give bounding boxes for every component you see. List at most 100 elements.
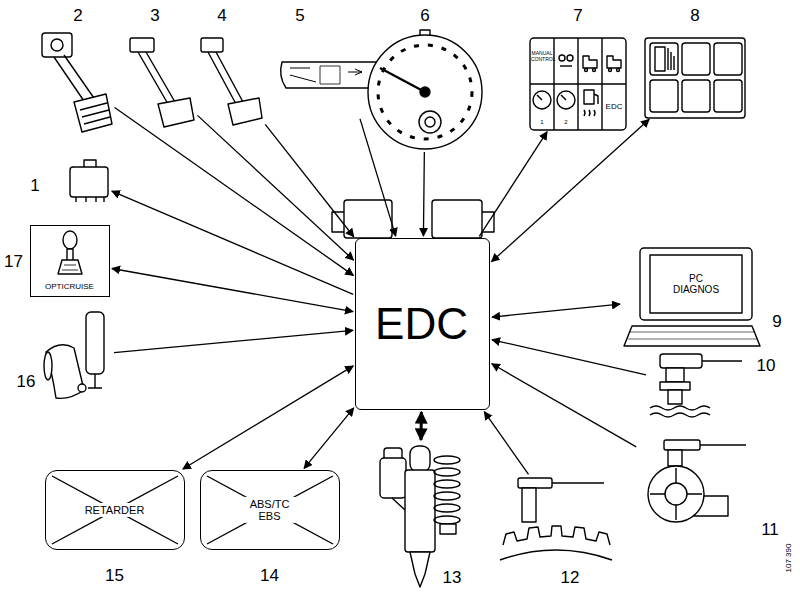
coolant-sensor-drawing <box>650 354 742 417</box>
throttle-actuator-drawing <box>44 352 52 380</box>
injector-drawing <box>440 524 456 534</box>
injector-drawing <box>405 470 435 552</box>
instrument-panel-drawing <box>594 94 598 104</box>
pc-drawing <box>624 326 760 346</box>
instrument-panel-drawing <box>530 38 626 130</box>
pc-drawing <box>624 248 760 346</box>
instrument-panel-drawing <box>559 55 565 61</box>
injector-drawing <box>410 446 430 472</box>
injector-drawing <box>410 552 430 587</box>
instrument-panel-drawing <box>583 56 597 68</box>
switch-panel-drawing <box>655 47 665 71</box>
instrument-panel-drawing <box>530 38 626 130</box>
instrument-panel-drawing <box>607 56 621 68</box>
instrument-panel-drawing <box>593 69 596 72</box>
relay-drawing <box>70 160 108 202</box>
speed-sensor: 12 <box>498 476 622 562</box>
injector-drawing <box>434 456 460 464</box>
instrument-panel-drawing <box>584 110 595 116</box>
box-label: ABS/TC EBS <box>242 496 298 522</box>
coolant-sensor-drawing <box>702 360 742 361</box>
turbo-sensor-drawing <box>665 483 687 505</box>
callout-number: 15 <box>105 566 124 585</box>
connector-arrow <box>112 191 353 294</box>
figure-number: 107 390 <box>785 544 794 573</box>
clutch-pedal-drawing <box>228 98 262 125</box>
turbo-sensor-drawing <box>650 468 702 520</box>
speed-sensor-drawing <box>522 488 536 522</box>
coolant-sensor-drawing <box>666 368 684 382</box>
box-cross-drawing <box>52 476 333 544</box>
accelerator-pedal-drawing <box>54 55 96 104</box>
callout-number: 10 <box>757 357 776 376</box>
throttle-actuator-drawing <box>78 384 86 392</box>
tachometer-drawing <box>425 117 435 127</box>
brake-pedal: 3 <box>128 35 196 130</box>
diagnostic-pc: 9PC DIAGNOS <box>622 245 762 349</box>
panel-text: 1 <box>540 119 543 126</box>
relay: 1 <box>66 158 110 204</box>
coolant-sensor-drawing <box>650 406 710 417</box>
turbo-sensor-drawing <box>664 440 700 450</box>
connector-plug-drawing <box>432 200 482 238</box>
instrument-panel-drawing <box>609 69 612 72</box>
accelerator-pedal-drawing <box>42 33 72 57</box>
injector-drawing <box>434 516 460 524</box>
connector-arrow <box>360 119 396 236</box>
callout-number: 13 <box>443 569 462 588</box>
connector-arrow <box>492 364 637 447</box>
unit-injector: 13 <box>378 442 462 590</box>
connector-arrow <box>114 330 353 352</box>
instrument-panel-drawing <box>585 69 588 72</box>
instrument-panel-drawing <box>530 38 626 130</box>
connector-arrow <box>115 108 354 276</box>
connector-arrow <box>492 340 646 375</box>
accelerator-pedal-drawing <box>51 39 63 51</box>
instrument-panel-drawing <box>537 95 542 100</box>
clutch-pedal: 4 <box>198 35 264 127</box>
switch-panel-drawing <box>682 43 710 75</box>
coolant-sensor-drawing <box>660 354 702 368</box>
tachometer-drawing <box>378 45 472 139</box>
switch-panel-drawing <box>714 80 742 112</box>
gear-lever-drawing <box>58 231 82 274</box>
switch-panel-drawing <box>645 38 745 118</box>
instrument-panel-drawing <box>561 95 566 100</box>
callout-number: 1 <box>30 177 39 196</box>
switch-panel-drawing <box>714 43 742 75</box>
switch-panel-drawing <box>668 48 674 70</box>
pc-drawing <box>640 248 752 320</box>
throttle-actuator-drawing <box>88 374 102 388</box>
instrument-panel: 7MANUAL CONTROL12EDC <box>530 38 626 130</box>
callout-number: 8 <box>690 7 699 26</box>
injector-drawing <box>380 458 406 498</box>
speed-sensor-drawing <box>503 526 610 545</box>
connector-arrow <box>265 124 354 236</box>
speed-sensor-drawing <box>500 478 612 560</box>
injector-drawing <box>434 468 460 476</box>
instrument-panel-drawing <box>560 65 572 66</box>
clutch-pedal-drawing <box>208 52 243 104</box>
tachometer-drawing <box>420 87 430 97</box>
accelerator-pedal-drawing <box>42 33 112 132</box>
instrument-panel-drawing <box>584 90 594 104</box>
callout-number: 2 <box>73 7 82 26</box>
speed-sensor-drawing <box>500 550 612 560</box>
clutch-pedal-drawing <box>201 38 262 125</box>
connector-plug-drawing <box>332 200 494 238</box>
box-cross-drawing <box>207 476 333 544</box>
retarder-unit: 15RETARDER <box>45 470 185 550</box>
control-lever: 5 <box>278 55 422 117</box>
throttle-actuator-drawing <box>86 312 104 374</box>
switch-panel-drawing <box>650 80 678 112</box>
panel-text: MANUAL CONTROL <box>531 51 553 62</box>
lever-drawing <box>320 66 340 84</box>
injector-drawing <box>434 504 460 512</box>
box-cross-drawing <box>52 476 178 544</box>
screen-label: PC DIAGNOS <box>670 273 722 295</box>
gear-lever-drawing <box>67 249 73 261</box>
throttle-actuator-drawing <box>44 312 104 398</box>
brake-system-unit: 14ABS/TC EBS <box>200 470 340 550</box>
callout-number: 4 <box>217 7 226 26</box>
